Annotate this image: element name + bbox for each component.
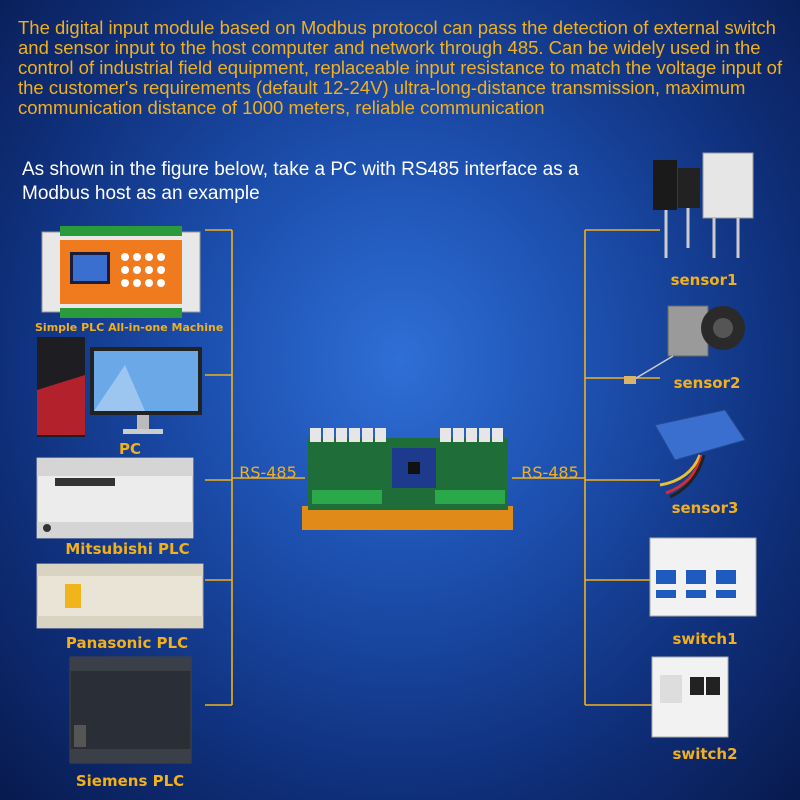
rs485-right-label: RS-485 bbox=[521, 463, 579, 482]
sensor3-image bbox=[654, 409, 746, 499]
input-label-switch1: switch1 bbox=[672, 630, 738, 648]
panasonic-plc-image bbox=[36, 563, 204, 629]
input-label-switch2: switch2 bbox=[672, 745, 738, 763]
siemens-plc-image bbox=[69, 656, 192, 764]
input-label-sensor1: sensor1 bbox=[670, 271, 738, 289]
switch1-image bbox=[649, 537, 757, 617]
input-label-sensor3: sensor3 bbox=[671, 499, 739, 517]
intro-paragraph: The digital input module based on Modbus… bbox=[18, 17, 783, 118]
rs485-left-label: RS-485 bbox=[239, 463, 297, 482]
host-label-mitsubishi: Mitsubishi PLC bbox=[65, 540, 190, 558]
switch2-image bbox=[651, 656, 729, 738]
mitsubishi-plc-image bbox=[36, 457, 194, 539]
host-label-siemens: Siemens PLC bbox=[75, 772, 185, 790]
pc-image bbox=[37, 337, 202, 437]
input-label-sensor2: sensor2 bbox=[673, 374, 741, 392]
sensor1-image bbox=[653, 152, 754, 258]
host-label-pc: PC bbox=[118, 440, 141, 458]
host-label-plc-all-in-one: Simple PLC All-in-one Machine bbox=[35, 321, 224, 334]
sensor2-image bbox=[624, 305, 745, 384]
digital-input-module-image bbox=[302, 428, 513, 530]
plc-all-in-one-image bbox=[41, 226, 201, 318]
host-label-panasonic: Panasonic PLC bbox=[65, 634, 189, 652]
diagram-subtitle: As shown in the figure below, take a PC … bbox=[22, 159, 579, 204]
